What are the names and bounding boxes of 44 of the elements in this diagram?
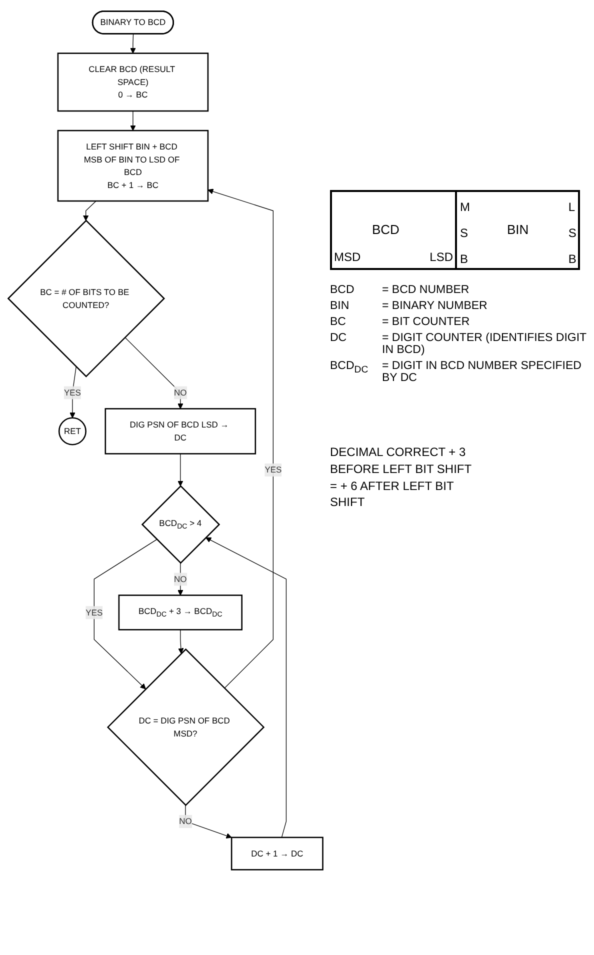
definition-text: = BINARY NUMBER (382, 300, 488, 312)
arrow (130, 34, 136, 54)
arrow (205, 537, 286, 838)
node-box: LEFT SHIFT BIN + BCD MSB OF BIN TO LSD OF BCD BC + 1 → BC (56, 130, 208, 202)
digit-label: MSD (334, 250, 361, 264)
definition-text: = BCD NUMBER (382, 284, 470, 296)
edge-label: YES (85, 607, 102, 618)
abbreviation-text: BC (330, 316, 347, 328)
definition-text: = BIT COUNTER (382, 316, 471, 328)
node-diamond: DC = DIG PSN OF BCD MSD? (106, 648, 264, 806)
node-diamond: BC = # OF BITS TO BE COUNTED? (6, 220, 165, 378)
bit-label: L S B (568, 199, 575, 268)
arrow (124, 337, 183, 409)
edge-label: NO (178, 816, 192, 826)
register-label: BCD (372, 222, 400, 237)
arrow (130, 110, 136, 131)
bit-label: M S B (460, 199, 467, 268)
node-circle: RET (58, 417, 86, 446)
register-label: BIN (507, 222, 529, 237)
arrow (82, 200, 96, 221)
edge-label: NO (174, 574, 186, 584)
note-text: DECIMAL CORRECT + 3 BEFORE LEFT BIT SHIFT = + 6 AFTER LEFT BIT SHIFT (330, 444, 472, 512)
node-box: CLEAR BCD (RESULT SPACE) 0 → BC (56, 52, 208, 112)
node-box: BCD$_{DC}$ + 3 → BCD$_{DC}$ (118, 594, 242, 630)
digit-label: LSD (430, 250, 453, 264)
definition-text: = DIGIT COUNTER (IDENTIFIES DIGIT IN BCD) (382, 332, 588, 356)
arrow (207, 188, 273, 689)
abbreviation-text: BCD$_{DC}$ (330, 360, 370, 378)
edge-label: NO (174, 388, 186, 398)
node-diamond: BCD$_{DC}$ > 4 (140, 485, 220, 564)
abbreviation-text: BCD (330, 284, 356, 296)
node-box: DIG PSN OF BCD LSD → DC (104, 408, 256, 454)
abbreviation-text: DC (330, 332, 348, 346)
arrow (177, 453, 183, 486)
node-box: DC + 1 → DC (230, 836, 323, 870)
edge-label: YES (63, 388, 80, 398)
arrow (178, 629, 184, 654)
edge-label: YES (264, 464, 282, 475)
definition-text: = DIGIT IN BCD NUMBER SPECIFIED BY DC (382, 360, 582, 384)
abbreviation-text: BIN (330, 300, 350, 312)
arrow (69, 366, 76, 418)
arrow (93, 539, 157, 690)
arrow (177, 562, 183, 596)
arrow (184, 804, 232, 839)
